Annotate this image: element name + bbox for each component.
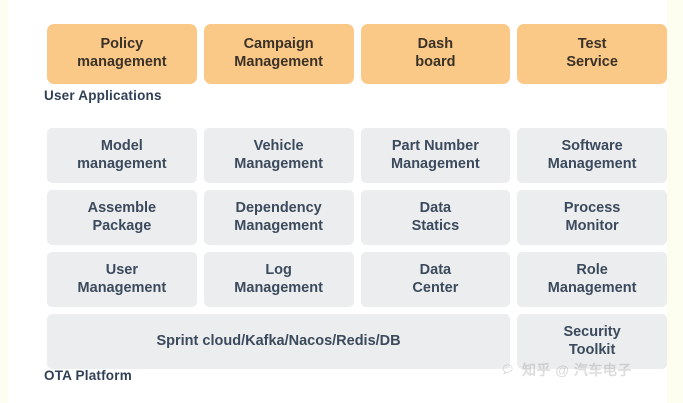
platform-row-4: Sprint cloud/Kafka/Nacos/Redis/DB Securi… <box>47 314 667 369</box>
user-applications-caption: User Applications <box>44 88 162 103</box>
ota-platform-caption: OTA Platform <box>44 368 132 383</box>
platform-box-infrastructure-stack[interactable]: Sprint cloud/Kafka/Nacos/Redis/DB <box>47 314 511 369</box>
